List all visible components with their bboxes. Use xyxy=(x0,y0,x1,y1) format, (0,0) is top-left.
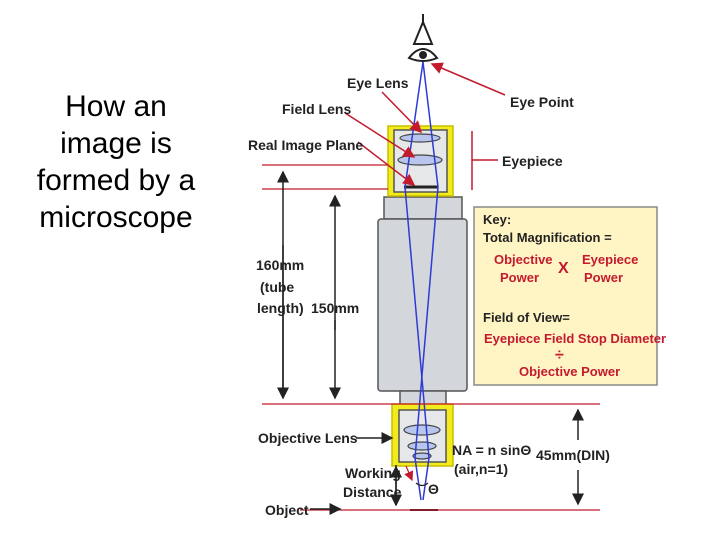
reference-lines xyxy=(262,164,600,511)
key-divide: ÷ xyxy=(555,347,564,364)
key-objective-power: Power xyxy=(500,270,539,285)
label-arrows xyxy=(310,62,506,515)
objective-lens-label: Objective Lens xyxy=(258,430,358,446)
key-eyepiece: Eyepiece xyxy=(582,252,638,267)
tube-160-label: 160mm xyxy=(256,257,304,273)
na-air-label: (air,n=1) xyxy=(454,461,508,477)
eyepiece-body xyxy=(393,129,448,193)
theta-label: Θ xyxy=(428,481,439,497)
eye-lens xyxy=(399,133,441,143)
distance-label: Distance xyxy=(343,484,402,500)
title-line: How an xyxy=(65,90,167,123)
key-times: X xyxy=(558,260,569,277)
key-eyepiece-power: Power xyxy=(584,270,623,285)
tube-text-label: (tube xyxy=(260,279,294,295)
title-line: image is xyxy=(60,127,172,160)
microscope-tube xyxy=(377,196,468,407)
object-label: Object xyxy=(265,502,309,518)
key-objective-power-2: Objective Power xyxy=(519,364,620,379)
key-objective: Objective xyxy=(494,252,553,267)
slide-title: How an image is formed by a microscope xyxy=(0,88,232,236)
real-image-plane-label: Real Image Plane xyxy=(248,137,363,153)
key-title: Key: xyxy=(483,212,511,227)
key-fov-formula: Eyepiece Field Stop Diameter xyxy=(484,331,666,346)
din-label: 45mm(DIN) xyxy=(536,447,610,463)
key-total-magnification: Total Magnification = xyxy=(483,230,612,245)
key-box: Key: Total Magnification = Objective Pow… xyxy=(473,206,666,386)
tube-length-label: length) xyxy=(257,300,304,316)
working-label: Working xyxy=(345,465,401,481)
na-formula-label: NA = n sinΘ xyxy=(452,442,531,458)
field-lens-label: Field Lens xyxy=(282,101,351,117)
title-line: formed by a xyxy=(36,164,196,197)
tube-150-label: 150mm xyxy=(311,300,359,316)
eyepiece-label: Eyepiece xyxy=(502,153,563,169)
title-line: microscope xyxy=(39,201,193,234)
eye-icon xyxy=(407,14,439,62)
dimension-arrows xyxy=(277,170,584,506)
eye-lens-label: Eye Lens xyxy=(347,75,409,91)
key-field-of-view: Field of View= xyxy=(483,310,570,325)
eye-point-label: Eye Point xyxy=(510,94,574,110)
objective-body xyxy=(398,409,447,463)
